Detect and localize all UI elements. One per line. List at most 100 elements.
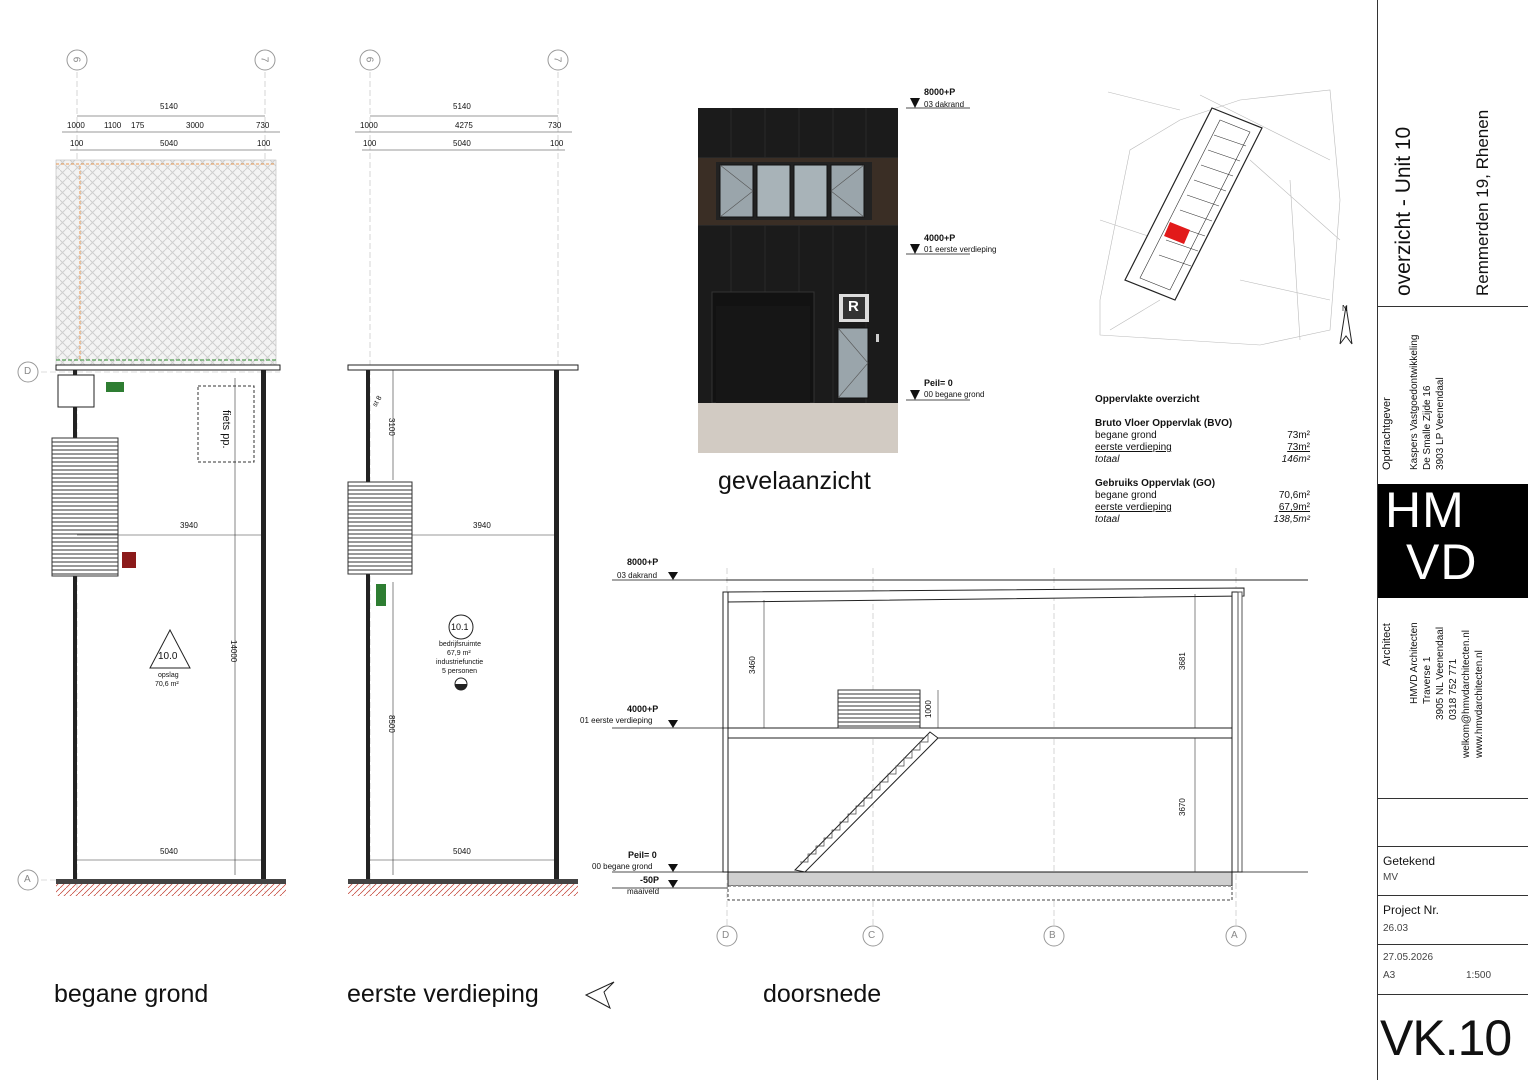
bvo-first-label: eerste verdieping	[1095, 442, 1172, 453]
room-10-1-number: 10.1	[451, 622, 469, 632]
title-facade: gevelaanzicht	[718, 467, 871, 495]
project-label: Project Nr.	[1383, 903, 1440, 917]
dim-width: 3940	[180, 521, 198, 530]
facade-level-mid-name: 01 eerste verdieping	[924, 245, 997, 254]
dim-length: 14000	[229, 640, 238, 663]
grid-label-7: 7	[258, 56, 270, 63]
go-first-label: eerste verdieping	[1095, 502, 1172, 513]
client-label: Opdrachtgever	[1381, 397, 1393, 470]
dim-d: 3000	[186, 121, 204, 130]
section-grid-A: A	[1231, 930, 1238, 941]
facade-sign: R	[848, 298, 859, 315]
section-level-mid-name: 01 eerste verdieping	[580, 716, 653, 725]
project-value: 26.03	[1383, 923, 1409, 934]
unit-10-highlight	[1164, 222, 1190, 244]
titleblock-divider-6	[1378, 994, 1528, 995]
go-ground-label: begane grond	[1095, 490, 1157, 501]
room-10-0-number: 10.0	[158, 651, 178, 662]
architect-line-2: Traverse 1	[1422, 656, 1433, 704]
bvo-row-total: totaal 146m²	[1095, 454, 1310, 466]
section-level-top-name: 03 dakrand	[617, 571, 658, 580]
site-map	[1099, 89, 1353, 346]
bvo-ground-label: begane grond	[1095, 430, 1157, 441]
dim-h: 100	[257, 139, 271, 148]
dim-total: 5140	[160, 102, 178, 111]
dim-c: 175	[131, 121, 145, 130]
first-dim-f: 100	[550, 139, 564, 148]
dim-bottom: 5040	[160, 847, 178, 856]
client-line-1: Kaspers Vastgoedontwikkeling	[1409, 334, 1420, 470]
dim-g: 5040	[160, 139, 178, 148]
grid-label-6: 6	[70, 56, 82, 63]
go-ground-value: 70,6m²	[1278, 490, 1310, 501]
drawn-value: MV	[1383, 872, 1398, 883]
bike-label: fiets pp.	[220, 410, 232, 449]
bvo-total-label: totaal	[1095, 454, 1120, 465]
go-row-first: eerste verdieping 67,9m²	[1095, 502, 1310, 514]
date-value: 27.05.2026	[1383, 952, 1434, 963]
first-dim-d: 100	[363, 139, 377, 148]
area-title: Oppervlakte overzicht	[1095, 394, 1200, 405]
titleblock-divider-1	[1378, 306, 1528, 307]
room-10-1-name: bedrijfsruimte	[439, 641, 482, 648]
room-10-1-persons: 5 personen	[442, 668, 478, 675]
architect-label: Architect	[1381, 623, 1393, 666]
room-10-1-area: 67,9 m²	[447, 650, 471, 657]
section-dim-upper: 3460	[748, 656, 757, 674]
client-line-2: De Smalle Zijde 16	[1422, 385, 1433, 470]
section-level-base: Peil= 0	[628, 850, 657, 860]
facade-level-top: 8000+P	[924, 87, 956, 97]
grid-label-A: A	[24, 874, 31, 885]
bvo-row-first: eerste verdieping 73m²	[1095, 442, 1310, 454]
go-total-label: totaal	[1095, 514, 1120, 525]
area-overview: Oppervlakte overzicht Bruto Vloer Opperv…	[1095, 394, 1310, 526]
paper-size: A3	[1383, 970, 1396, 981]
logo-bottom: VD	[1406, 534, 1478, 590]
first-dim-b: 4275	[455, 121, 473, 130]
ground-floor-plan	[17, 49, 286, 896]
titleblock-divider-3	[1378, 846, 1528, 847]
dim-b: 1100	[104, 121, 122, 130]
north-arrow-plan	[584, 981, 615, 1010]
section-level-ground-name: maaiveld	[627, 887, 660, 896]
dim-f: 100	[70, 139, 84, 148]
first-dim-bottom: 5040	[453, 847, 471, 856]
facade-level-base-name: 00 begane grond	[924, 390, 985, 399]
bvo-total-value: 146m²	[1281, 454, 1310, 465]
bvo-ground-value: 73m²	[1287, 430, 1310, 441]
grid-label-6b: 6	[363, 56, 375, 63]
title-first-floor: eerste verdieping	[347, 980, 539, 1008]
go-title: Gebruiks Oppervlak (GO)	[1095, 478, 1216, 489]
dim-e: 730	[256, 121, 270, 130]
dim-a: 1000	[67, 121, 85, 130]
bvo-first-value: 73m²	[1287, 442, 1310, 453]
section-grid-B: B	[1049, 930, 1056, 941]
grid-label-D: D	[24, 366, 32, 377]
bvo-title: Bruto Vloer Oppervlak (BVO)	[1095, 418, 1233, 429]
drawn-label: Getekend	[1383, 854, 1436, 868]
client-line-3: 3903 LP Veenendaal	[1435, 377, 1446, 470]
facade-level-base: Peil= 0	[924, 378, 953, 388]
architect-email: welkom@hmvdarchitecten.nl	[1461, 630, 1472, 758]
first-dim-length: 8500	[387, 715, 396, 733]
first-floor-plan	[347, 49, 579, 896]
section-grid-C: C	[868, 930, 876, 941]
first-dim-top: 3100	[387, 418, 396, 436]
bvo-row-ground: begane grond 73m²	[1095, 430, 1310, 442]
scale-value: 1:500	[1466, 970, 1492, 981]
titleblock-border	[1377, 0, 1378, 1080]
room-10-0-name: opslag	[158, 672, 179, 679]
titleblock-address: Remmerden 19, Rhenen	[1473, 109, 1492, 296]
section-level-top: 8000+P	[627, 557, 659, 567]
grid-label-7b: 7	[551, 56, 563, 63]
section-grid-D: D	[722, 930, 730, 941]
section-level-base-name: 00 begane grond	[592, 862, 653, 871]
facade-level-mid: 4000+P	[924, 233, 956, 243]
go-first-value: 67,9m²	[1278, 502, 1310, 513]
go-total-value: 138,5m²	[1273, 514, 1310, 525]
first-dim-width: 3940	[473, 521, 491, 530]
section-level-mid: 4000+P	[627, 704, 659, 714]
hmvd-logo: HM VD	[1378, 484, 1528, 598]
logo-top: HM	[1385, 482, 1465, 538]
